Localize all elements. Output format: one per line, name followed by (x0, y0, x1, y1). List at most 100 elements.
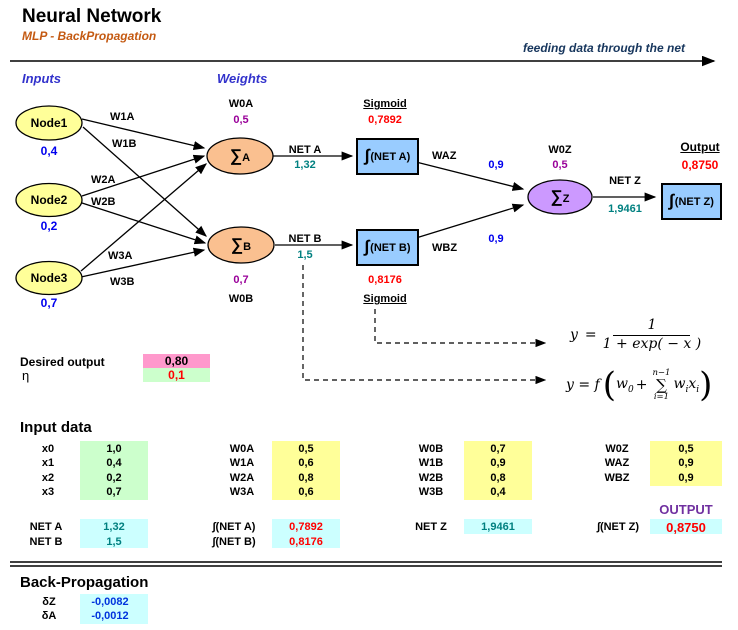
fnet-z-block[interactable] (650, 519, 722, 534)
fnet-z-box: ∫(NET Z) (661, 183, 722, 220)
cell-value[interactable]: 1,0 (106, 443, 122, 455)
row-label: ∫(NET Z) (596, 521, 640, 533)
row-label: W3B (418, 486, 444, 498)
cell-value[interactable]: 0,9 (490, 457, 506, 469)
backprop-heading: Back-Propagation (20, 574, 149, 591)
eta-cell[interactable]: 0,1 (143, 368, 210, 382)
cell-value[interactable]: 0,8 (298, 472, 314, 484)
row-label: ∫(NET B) (212, 536, 256, 548)
cell-value[interactable]: 0,9 (678, 472, 694, 484)
cell-value[interactable]: 0,6 (298, 486, 314, 498)
row-label: W2A (229, 472, 255, 484)
row-label: NET A (29, 521, 63, 533)
net-z-label: NET Z (609, 175, 641, 187)
row-label: W0A (229, 443, 255, 455)
node3-ellipse (15, 260, 83, 296)
net-formula-pointer (302, 265, 547, 385)
cell-value[interactable]: 0,6 (298, 457, 314, 469)
cell-value[interactable]: 0,9 (678, 457, 694, 469)
feed-forward-label: feeding data through the net (523, 41, 685, 55)
net-b-label: NET B (288, 233, 322, 245)
wa-values-block[interactable] (272, 441, 340, 500)
edge-w3a-label: W3A (108, 250, 133, 262)
cell-value[interactable]: 0,2 (106, 472, 122, 484)
fnet-a-box: ∫(NET A) (356, 138, 419, 175)
output-value: 0,8750 (681, 158, 719, 172)
node1-ellipse (15, 105, 83, 141)
row-label: W1A (229, 457, 255, 469)
net-ab-block[interactable] (80, 519, 148, 548)
edge-w1a-label: W1A (110, 111, 135, 123)
row-label: NET Z (415, 521, 447, 533)
cell-value[interactable]: 0,8176 (289, 536, 323, 548)
cell-value[interactable]: 1,5 (106, 536, 122, 548)
integral-icon: ∫ (669, 190, 674, 210)
node3-label: Node3 (30, 271, 68, 285)
sum-a-ellipse (206, 137, 274, 175)
cell-value[interactable]: -0,0012 (91, 610, 129, 622)
cell-value[interactable]: 0,8 (490, 472, 506, 484)
row-label: ∫(NET A) (212, 521, 256, 533)
sum-a-bias-label: W0A (228, 98, 254, 110)
inputs-heading: Inputs (22, 71, 61, 86)
sum-z-bias-label: W0Z (548, 144, 572, 156)
row-label: x0 (41, 443, 55, 455)
node3-value: 0,7 (40, 296, 58, 310)
cell-value[interactable]: 1,32 (103, 521, 125, 533)
node1-label: Node1 (30, 116, 68, 130)
page-title: Neural Network (22, 6, 162, 27)
sum-a-symbol: ∑A (229, 146, 251, 165)
edge-w2b-label: W2B (91, 196, 116, 208)
cell-value[interactable]: 0,5 (298, 443, 314, 455)
cell-value[interactable]: 0,7892 (289, 521, 323, 533)
cell-value[interactable]: -0,0082 (91, 596, 129, 608)
desired-output-cell[interactable]: 0,80 (143, 354, 210, 368)
x-values-block[interactable] (80, 441, 148, 500)
sigmoid-b-value: 0,8176 (368, 274, 402, 286)
edge-waz-value: 0,9 (488, 159, 504, 171)
net-a-value: 1,32 (294, 159, 316, 171)
wb-values-block[interactable] (464, 441, 532, 500)
sum-b-ellipse (207, 226, 275, 264)
node2-value: 0,2 (40, 219, 58, 233)
cell-value[interactable]: 0,7 (106, 486, 122, 498)
cell-value[interactable]: 0,8750 (666, 520, 706, 535)
cell-value[interactable]: 0,4 (106, 457, 122, 469)
sigmoid-b-heading: Sigmoid (363, 293, 407, 305)
sigmoid-formula-pointer (374, 309, 547, 348)
cell-value[interactable]: 0,5 (678, 443, 694, 455)
fnet-ab-block[interactable] (272, 519, 340, 548)
row-label: WAZ (604, 457, 630, 469)
row-label: NET B (29, 536, 63, 548)
cell-value[interactable]: 1,9461 (481, 521, 515, 533)
edge-w2a-label: W2A (91, 174, 116, 186)
edge-wbz-label: WBZ (432, 242, 458, 254)
net-z-block[interactable] (464, 519, 532, 534)
edge-wbz-value: 0,9 (488, 233, 504, 245)
sigmoid-a-heading: Sigmoid (363, 98, 407, 110)
input-data-heading: Input data (20, 419, 92, 436)
net-a-label: NET A (288, 144, 322, 156)
node1-value: 0,4 (40, 144, 58, 158)
cell-value[interactable]: 0,4 (490, 486, 506, 498)
sigmoid-formula: y = 1 1 + exp( − x ) (570, 317, 702, 352)
node2-ellipse (15, 182, 83, 218)
integral-icon: ∫ (364, 236, 370, 256)
sum-a-bias-value: 0,5 (233, 114, 249, 126)
row-label: x1 (41, 457, 55, 469)
wz-values-block[interactable] (650, 441, 722, 486)
row-label: W2B (418, 472, 444, 484)
cell-value[interactable]: 0,7 (490, 443, 506, 455)
row-label: x2 (41, 472, 55, 484)
net-formula: y = f ( w0 + n−1 ∑ i=1 wixi ) (566, 364, 713, 405)
fnet-b-box: ∫(NET B) (356, 229, 419, 266)
edge-waz-label: WAZ (432, 150, 457, 162)
output-table-heading: OUTPUT (659, 502, 713, 517)
eta-label: η (22, 368, 30, 383)
row-label: δZ (42, 596, 56, 608)
edge-w1b-label: W1B (112, 138, 137, 150)
sum-z-symbol: ∑Z (550, 187, 570, 206)
row-label: W1B (418, 457, 444, 469)
delta-block[interactable] (80, 594, 148, 624)
